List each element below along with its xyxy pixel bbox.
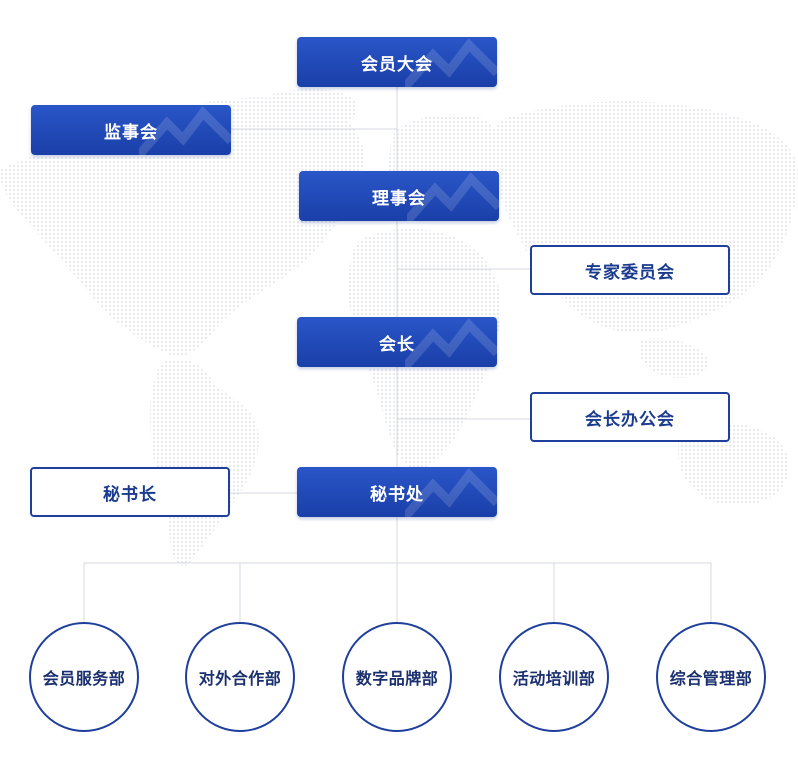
dept-digital-brand: 数字品牌部 <box>342 622 452 732</box>
node-label: 会长 <box>379 334 415 355</box>
mountain-deco-icon <box>405 468 497 517</box>
node-label: 理事会 <box>372 188 426 209</box>
node-label: 会长办公会 <box>585 409 675 430</box>
dept-member-services: 会员服务部 <box>29 622 139 732</box>
mountain-deco-icon <box>139 106 231 155</box>
node-label: 会员大会 <box>361 54 433 75</box>
node-label: 秘书长 <box>103 484 157 505</box>
node-label: 监事会 <box>104 122 158 143</box>
node-council: 理事会 <box>299 171 499 221</box>
node-secretariat: 秘书处 <box>297 467 497 517</box>
node-president-office: 会长办公会 <box>530 392 730 442</box>
node-secretary-general: 秘书长 <box>30 467 230 517</box>
dept-external-cooperation: 对外合作部 <box>185 622 295 732</box>
node-label: 秘书处 <box>370 484 424 505</box>
dept-label: 活动培训部 <box>512 669 596 688</box>
node-expert-committee: 专家委员会 <box>530 245 730 295</box>
dept-general-management: 综合管理部 <box>656 622 766 732</box>
dept-label: 会员服务部 <box>42 669 126 688</box>
dept-label: 数字品牌部 <box>355 669 439 688</box>
node-label: 专家委员会 <box>585 262 675 283</box>
dept-events-training: 活动培训部 <box>499 622 609 732</box>
node-supervisory-board: 监事会 <box>31 105 231 155</box>
node-general-assembly: 会员大会 <box>297 37 497 87</box>
node-president: 会长 <box>297 317 497 367</box>
dept-label: 综合管理部 <box>669 669 753 688</box>
mountain-deco-icon <box>405 38 497 87</box>
mountain-deco-icon <box>405 318 497 367</box>
mountain-deco-icon <box>407 172 499 221</box>
dept-label: 对外合作部 <box>198 669 282 688</box>
